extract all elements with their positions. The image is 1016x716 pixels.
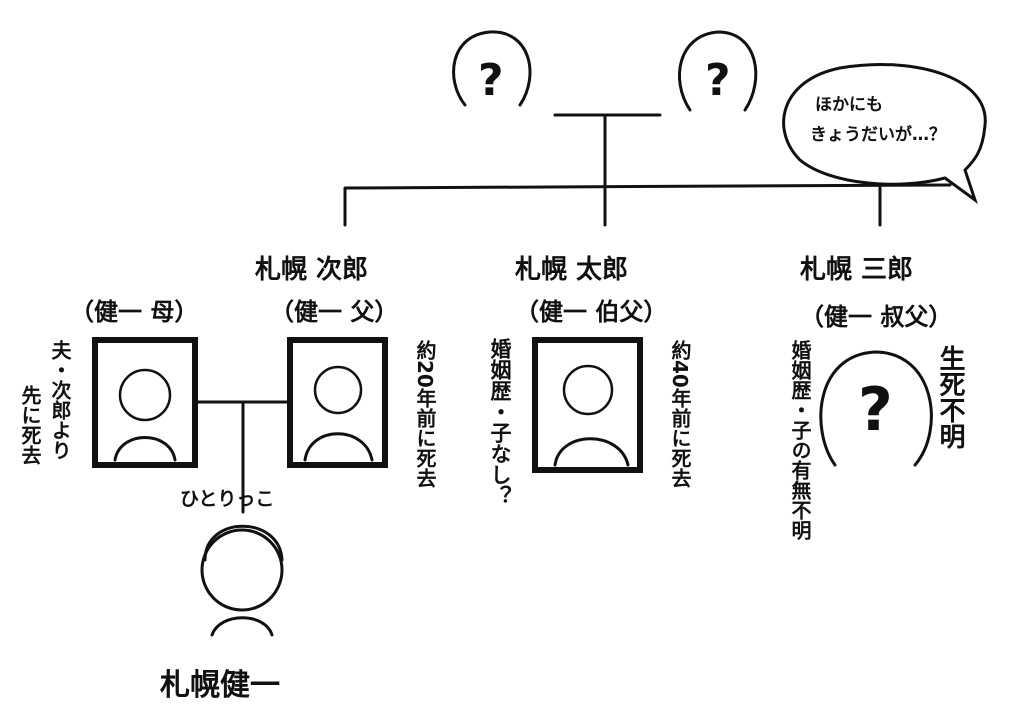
- svg-text:きょうだいが…？: きょうだいが…？: [810, 124, 946, 145]
- mother-note-2: 先に死去: [18, 384, 42, 465]
- tree-lines: [193, 113, 952, 514]
- mother-relation: （健一 母）: [70, 298, 198, 326]
- mother-portrait: [92, 337, 198, 468]
- unknown-grandfather: ?: [452, 30, 532, 107]
- jiro-note: 約20年前に死去: [413, 339, 437, 488]
- speech-bubble: ほかにも きょうだいが…？: [782, 63, 987, 204]
- saburo-relation: （健一 叔父）: [800, 303, 952, 331]
- saburo-name: 札幌 三郎: [800, 255, 913, 285]
- taro-note-1: 婚姻歴・子なし？: [488, 337, 512, 506]
- svg-text:ほかにも: ほかにも: [815, 95, 883, 115]
- unknown-grandmother: ?: [677, 30, 758, 112]
- jiro-name: 札幌 次郎: [255, 255, 368, 285]
- question-mark-icon: ?: [705, 55, 731, 106]
- saburo-note-1: 婚姻歴・子の有無不明: [788, 339, 812, 541]
- taro-note-2: 約40年前に死去: [668, 339, 692, 488]
- kenichi-note: ひとりっこ: [180, 488, 274, 510]
- mother-note-1: 夫・次郎より: [48, 339, 72, 460]
- kenichi-face: [200, 524, 284, 637]
- question-mark-icon: ?: [858, 375, 893, 445]
- taro-relation: （健一 伯父）: [515, 298, 667, 326]
- taro-portrait: [532, 337, 643, 473]
- jiro-portrait: [287, 337, 388, 468]
- kenichi-name: 札幌健一: [160, 668, 280, 703]
- question-mark-icon: ?: [478, 55, 504, 106]
- taro-name: 札幌 太郎: [515, 255, 628, 285]
- jiro-relation: （健一 父）: [270, 298, 398, 326]
- saburo-note-2: 生死不明: [935, 345, 965, 450]
- saburo-unknown-head: ?: [819, 350, 933, 467]
